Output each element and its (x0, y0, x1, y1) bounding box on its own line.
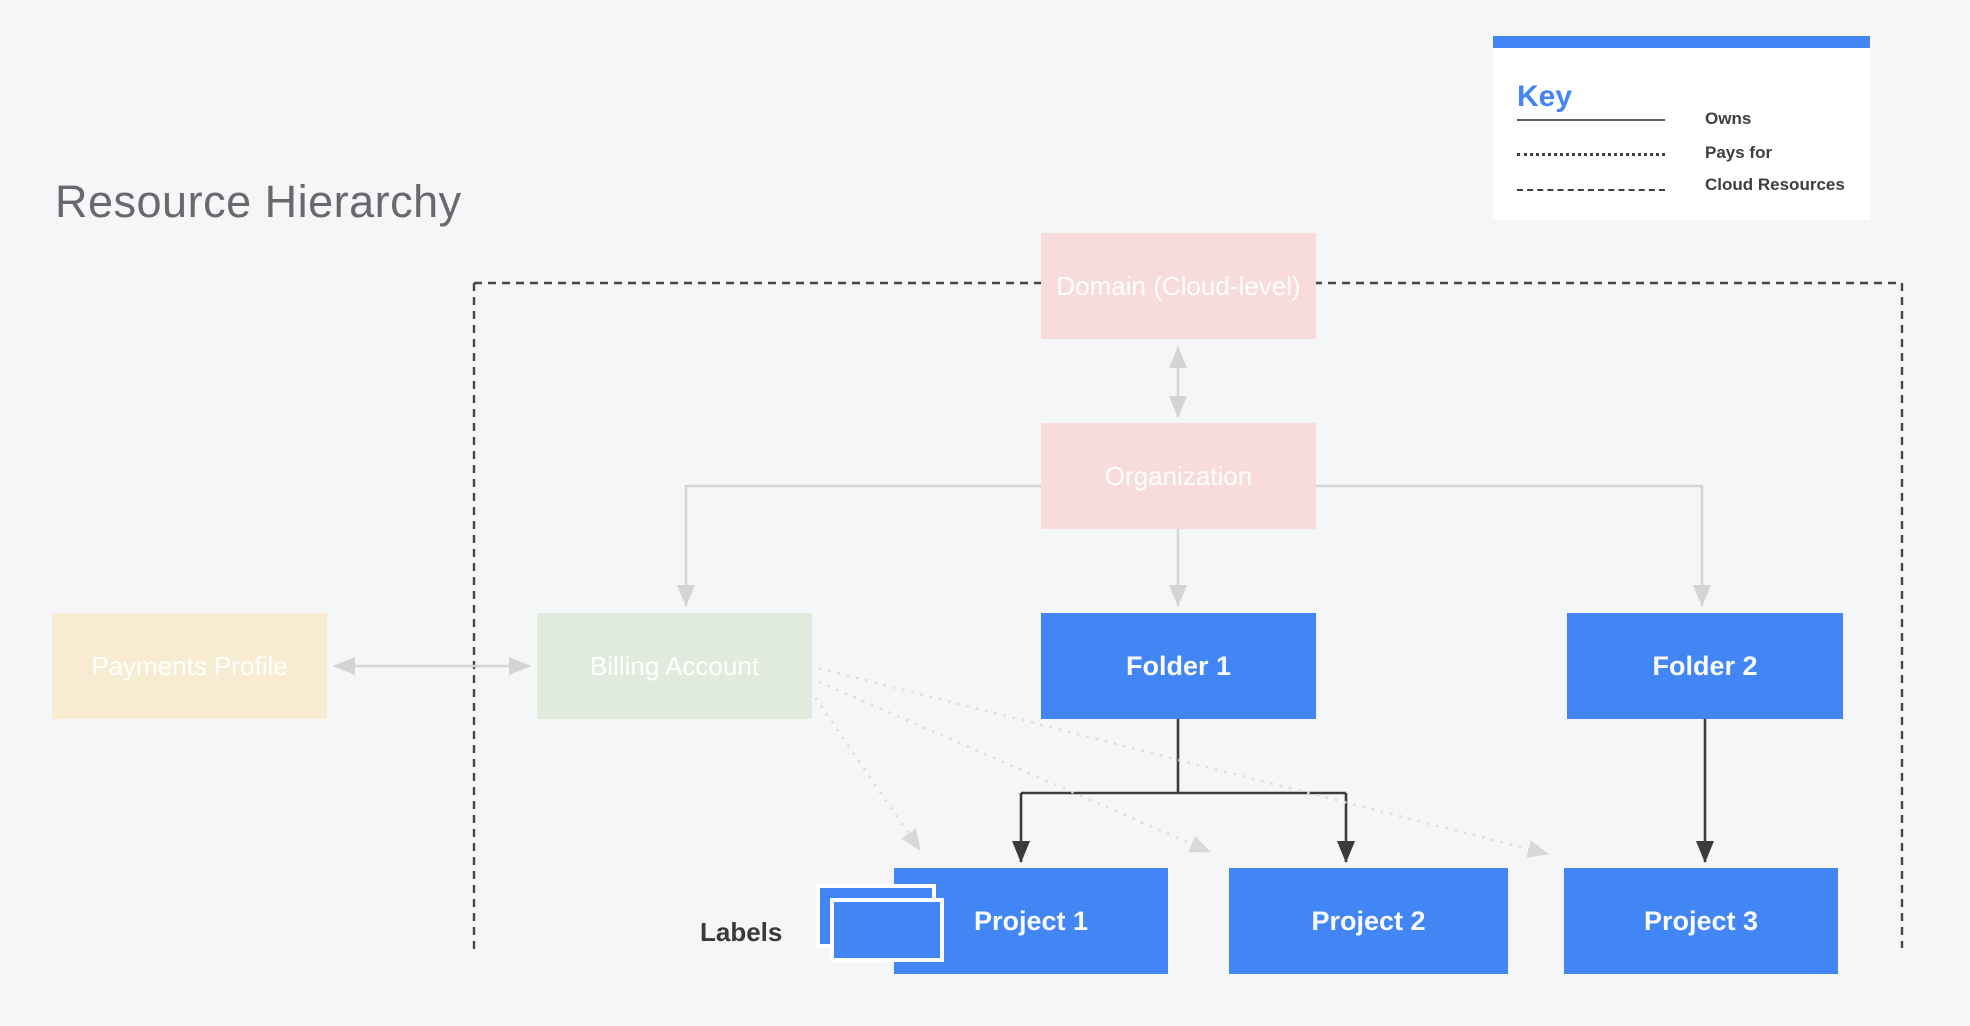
legend-heading: Key (1517, 80, 1573, 113)
node-folder-2[interactable]: Folder 2 (1567, 613, 1843, 719)
node-folder-1[interactable]: Folder 1 (1041, 613, 1316, 719)
organization-billing-arrow (677, 484, 1041, 607)
node-payments-profile-label: Payments Profile (91, 650, 288, 681)
node-project-2-label: Project 2 (1311, 905, 1426, 936)
pays-for-label: Pays for (1705, 143, 1773, 162)
node-project-1-label: Project 1 (973, 905, 1089, 936)
billing-project3-paysfor-line (809, 664, 1549, 858)
node-payments-profile[interactable]: Payments Profile (52, 613, 327, 719)
node-domain[interactable]: Domain (Cloud-level) (1041, 233, 1316, 339)
node-domain-label: Domain (Cloud-level) (1056, 270, 1301, 301)
legend-key-panel: Key Owns Pays for Cloud Resources (1493, 36, 1870, 220)
node-project-3[interactable]: Project 3 (1564, 868, 1838, 974)
owns-label: Owns (1705, 109, 1752, 128)
page-title: Resource Hierarchy (55, 176, 462, 227)
node-billing-account-label: Billing Account (589, 650, 760, 681)
cloud-resources-line-sample (1517, 189, 1665, 191)
cloud-resources-label: Cloud Resources (1705, 175, 1845, 194)
pays-for-line-sample (1517, 153, 1665, 156)
node-organization[interactable]: Organization (1041, 423, 1316, 529)
node-project-3-label: Project 3 (1643, 905, 1759, 936)
node-organization-label: Organization (1104, 460, 1253, 491)
labels-stack-icon (816, 884, 948, 966)
node-project-2[interactable]: Project 2 (1229, 868, 1508, 974)
label-card-front (830, 898, 944, 962)
node-billing-account[interactable]: Billing Account (537, 613, 812, 719)
owns-line-sample (1517, 119, 1665, 121)
legend-accent-bar (1493, 36, 1870, 48)
billing-project1-paysfor-line (808, 689, 922, 851)
node-folder-2-label: Folder 2 (1652, 650, 1758, 681)
organization-folder2-arrow (1316, 484, 1711, 607)
node-folder-1-label: Folder 1 (1125, 650, 1232, 681)
labels-annotation: Labels (700, 917, 783, 947)
